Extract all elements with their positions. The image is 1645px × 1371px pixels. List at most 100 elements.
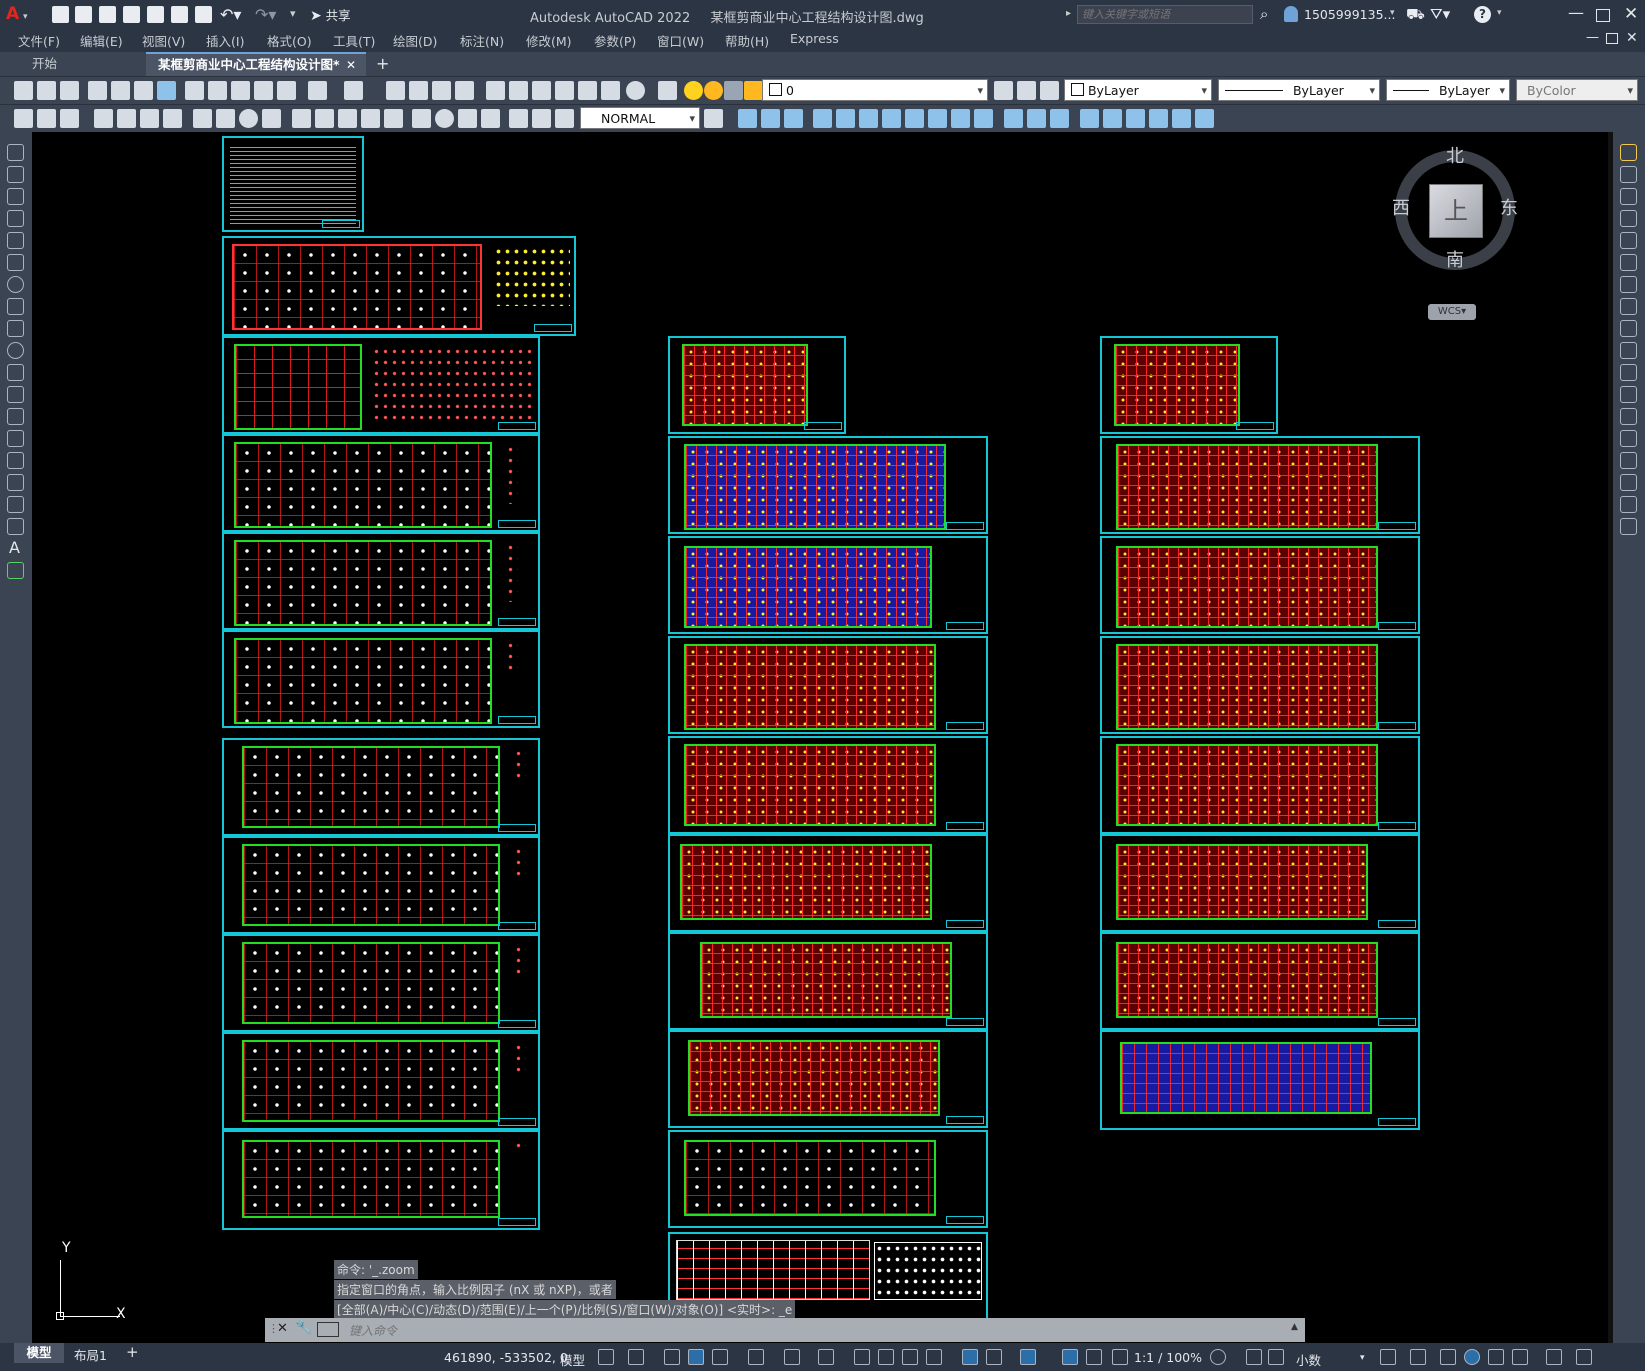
add-layout-icon[interactable]: +	[126, 1343, 139, 1361]
doc-restore-icon[interactable]	[1606, 33, 1618, 44]
share-button[interactable]: ➤ 共享	[310, 5, 351, 25]
dim-text-edit-icon[interactable]	[532, 109, 551, 128]
move-icon[interactable]	[1620, 254, 1637, 271]
rotate-icon[interactable]	[1620, 276, 1637, 293]
revolve-icon[interactable]	[882, 109, 901, 128]
chamfer-icon[interactable]	[1620, 452, 1637, 469]
zoom-previous-icon[interactable]	[455, 81, 474, 100]
menu-insert[interactable]: 插入(I)	[206, 34, 245, 49]
snap-icon[interactable]	[628, 1349, 644, 1365]
vertical-scrollbar[interactable]	[1608, 132, 1613, 1343]
sheet-slab-plan-2[interactable]	[1100, 536, 1420, 634]
sheet-column-plan-2[interactable]	[222, 532, 540, 630]
recent-commands-icon[interactable]	[317, 1322, 339, 1337]
customize-status-icon[interactable]	[1576, 1349, 1592, 1365]
sheet-beam-plan-4[interactable]	[668, 736, 988, 834]
maximize-icon[interactable]	[1596, 9, 1610, 22]
undo-icon[interactable]: ↶▾	[220, 5, 242, 24]
plotstyle-dropdown[interactable]: ByColor	[1516, 79, 1638, 102]
make-current-layer-icon[interactable]	[994, 81, 1013, 100]
transparency-icon[interactable]	[878, 1349, 894, 1365]
sheet-slab-plan-3[interactable]	[1100, 636, 1420, 734]
sheet-foundation-plan[interactable]	[222, 336, 540, 434]
dim-jogged-icon[interactable]	[216, 109, 235, 128]
save-icon[interactable]	[99, 6, 116, 23]
cart-icon[interactable]: ⛟	[1406, 5, 1425, 23]
revision-cloud-icon[interactable]	[7, 298, 24, 315]
make-block-icon[interactable]	[7, 408, 24, 425]
sheet-slab-plan-1[interactable]	[1100, 436, 1420, 534]
dim-break-icon[interactable]	[384, 109, 403, 128]
menu-help[interactable]: 帮助(H)	[725, 34, 770, 49]
ellipse-icon[interactable]	[7, 342, 24, 359]
erase-icon[interactable]	[1620, 144, 1637, 161]
trim-icon[interactable]	[1620, 342, 1637, 359]
minimize-icon[interactable]: —	[1568, 3, 1584, 22]
polar-tracking-icon[interactable]	[712, 1349, 728, 1365]
undo-icon[interactable]	[308, 81, 327, 100]
dim-radius-icon[interactable]	[193, 109, 212, 128]
menu-tools[interactable]: 工具(T)	[333, 34, 376, 49]
chevron-down-icon[interactable]: ▾	[1497, 8, 1502, 18]
mirror-icon[interactable]	[1620, 188, 1637, 205]
zoom-window-icon[interactable]	[432, 81, 451, 100]
color-dropdown[interactable]: ByLayer	[1064, 79, 1212, 102]
sheet-beam-plan-8[interactable]	[668, 1130, 988, 1228]
block-insert-icon[interactable]	[14, 109, 33, 128]
dim-ordinate-icon[interactable]	[163, 109, 182, 128]
layer-dropdown[interactable]: 0	[762, 79, 988, 102]
auto-scale-icon[interactable]	[1086, 1349, 1102, 1365]
plot-icon[interactable]	[88, 81, 107, 100]
jogged-linear-icon[interactable]	[481, 109, 500, 128]
app-menu-button[interactable]: A ▾	[6, 4, 34, 26]
markup-icon[interactable]	[578, 81, 597, 100]
sweep-icon[interactable]	[859, 109, 878, 128]
wcs-menu[interactable]: WCS▾	[1428, 304, 1476, 320]
layer-iso-icon[interactable]	[1040, 81, 1059, 100]
linetype-dropdown[interactable]: ByLayer	[1218, 79, 1380, 102]
units-value[interactable]: 小数	[1296, 1353, 1322, 1368]
dynamic-ucs-icon[interactable]	[962, 1349, 978, 1365]
preview-icon[interactable]	[111, 81, 130, 100]
plot-icon[interactable]	[195, 6, 212, 23]
redo-icon[interactable]	[344, 81, 363, 100]
sheet-slab-plan-4[interactable]	[1100, 736, 1420, 834]
polygon-icon[interactable]	[7, 210, 24, 227]
sheet-column-plan-8[interactable]	[222, 1130, 540, 1230]
coordinates[interactable]: 461890, -533502, 0	[444, 1350, 568, 1365]
open-icon[interactable]	[37, 81, 56, 100]
sheet-beam-plan-1[interactable]	[668, 436, 988, 534]
menu-modify[interactable]: 修改(M)	[526, 34, 572, 49]
sheet-column-plan-7[interactable]	[222, 1032, 540, 1130]
workspace-gear-icon[interactable]	[1210, 1349, 1226, 1365]
qnew-icon[interactable]	[14, 81, 33, 100]
autodesk-app-icon[interactable]: ⛛▾	[1430, 5, 1451, 23]
arc-icon[interactable]	[7, 254, 24, 271]
line-icon[interactable]	[7, 144, 24, 161]
dimstyle-dropdown[interactable]: NORMAL	[580, 107, 700, 130]
compass-west[interactable]: 西	[1392, 198, 1410, 219]
units-icon[interactable]	[1268, 1349, 1284, 1365]
stretch-icon[interactable]	[1620, 320, 1637, 337]
annotation-scale-icon[interactable]	[1112, 1349, 1128, 1365]
open-web-icon[interactable]	[147, 6, 164, 23]
copy-object-icon[interactable]	[1620, 166, 1637, 183]
layer-freeze-icon[interactable]	[704, 81, 723, 100]
help-icon[interactable]: ?	[1474, 6, 1491, 23]
sheet-beam-plan-5[interactable]	[668, 834, 988, 932]
tab-start[interactable]: 开始	[20, 52, 164, 76]
dim-update-icon[interactable]	[555, 109, 574, 128]
3d-align-icon[interactable]	[1126, 109, 1145, 128]
dim-edit-icon[interactable]	[509, 109, 528, 128]
object-snap-icon[interactable]	[818, 1349, 834, 1365]
sheet-beam-plan-6[interactable]	[668, 932, 988, 1030]
3d-mirror-icon[interactable]	[1172, 109, 1191, 128]
layer-manager-icon[interactable]	[658, 81, 677, 100]
user-icon[interactable]	[1284, 6, 1298, 22]
annotation-monitor-icon[interactable]	[1246, 1349, 1262, 1365]
inspect-icon[interactable]	[458, 109, 477, 128]
menu-view[interactable]: 视图(V)	[142, 34, 186, 49]
solid-union-icon[interactable]	[761, 109, 780, 128]
compass-south[interactable]: 南	[1446, 250, 1464, 271]
selection-cycling-icon[interactable]	[902, 1349, 918, 1365]
